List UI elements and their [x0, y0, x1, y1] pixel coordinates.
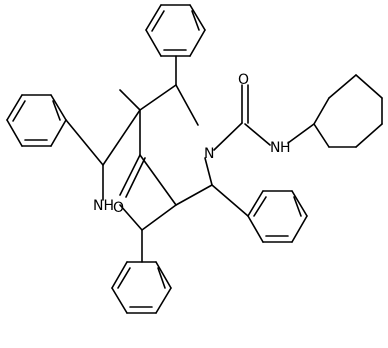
ketone-oxygen-label: O	[113, 200, 124, 216]
carboxamide-group	[213, 84, 315, 151]
amide-nitrogen-label: N	[270, 140, 280, 156]
phenyl-ring-lower-right	[247, 190, 308, 243]
phenyl-ring-top	[145, 4, 206, 57]
bridge-nh-label: NH	[93, 198, 114, 214]
amide-hydrogen-label: H	[280, 140, 291, 156]
amide-oxygen-label: O	[238, 72, 249, 88]
cyclohexyl-ring	[313, 74, 383, 148]
bond-c6-phenyl-lower-right	[211, 184, 249, 217]
bond-ch-phenyl-upper-left	[65, 119, 104, 166]
ring-nitrogen-label: N	[204, 146, 214, 162]
bicyclic-core	[102, 84, 213, 231]
phenyl-ring-upper-left	[6, 94, 67, 147]
phenyl-ring-lower	[111, 261, 172, 314]
